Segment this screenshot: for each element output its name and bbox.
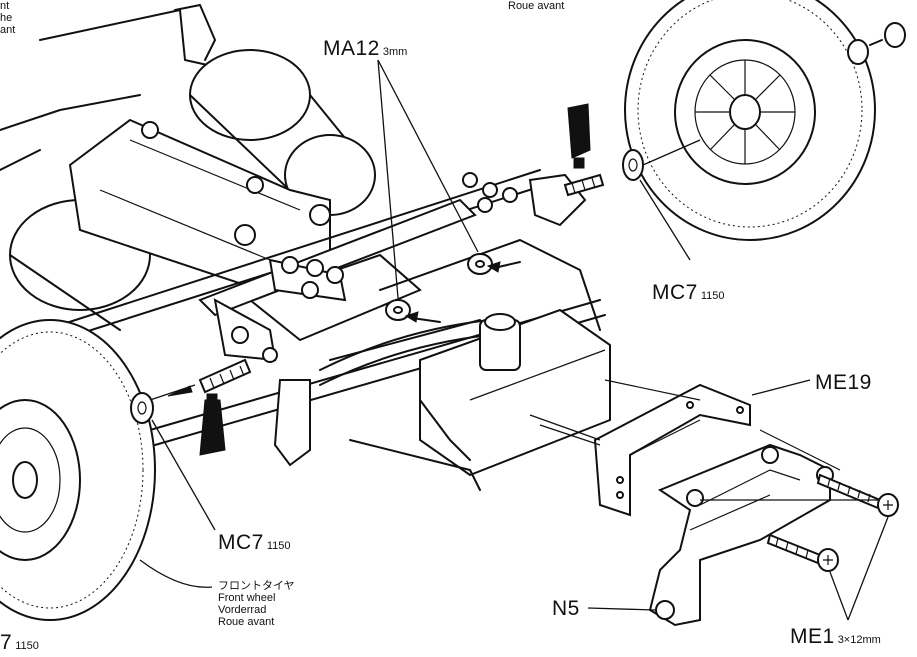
grease-tube-right bbox=[567, 103, 591, 169]
label-me1-code: ME1 bbox=[790, 625, 835, 648]
label-me1-size: 3×12mm bbox=[837, 634, 881, 646]
ma12-leader bbox=[377, 59, 479, 299]
label-mc7-left-code: MC7 bbox=[218, 531, 264, 554]
label-mc7-right-code: MC7 bbox=[652, 281, 698, 304]
label-mc7-bottom-qty: 1150 bbox=[15, 640, 39, 652]
me19-bracket bbox=[529, 379, 811, 517]
top-left-note-line1: nt bbox=[0, 0, 10, 12]
mounting-guide-lines bbox=[539, 424, 880, 501]
suspension-spring bbox=[319, 313, 521, 461]
front-wheel-note-jp: フロントタイヤ bbox=[218, 580, 295, 592]
ma12-collar-right bbox=[467, 253, 521, 275]
label-n5: N5 bbox=[552, 598, 580, 619]
front-wheel-note-en: Front wheel bbox=[218, 592, 276, 604]
grease-tube-left bbox=[199, 393, 226, 456]
label-mc7-bottom-code: 7 bbox=[0, 631, 13, 654]
label-ma12-code: MA12 bbox=[323, 37, 380, 60]
front-wheel-note: フロントタイヤ Front wheel Vorderrad Roue avant bbox=[218, 580, 295, 628]
front-wheel-leader bbox=[139, 559, 213, 588]
n5-mount bbox=[587, 443, 834, 627]
top-left-note-line2: he bbox=[0, 12, 13, 24]
front-wheel-right bbox=[624, 0, 876, 241]
label-me19-code: ME19 bbox=[815, 371, 872, 394]
steering-linkage bbox=[198, 172, 587, 467]
mc7-washer-left bbox=[130, 392, 216, 531]
ma12-collar-left bbox=[385, 299, 441, 323]
wheel-nut-top-right bbox=[847, 22, 906, 65]
label-mc7-right-qty: 1150 bbox=[700, 290, 725, 302]
label-ma12-size: 3mm bbox=[382, 46, 408, 58]
king-pin-right bbox=[563, 173, 605, 197]
front-wheel-note-fr: Roue avant bbox=[218, 616, 275, 628]
front-wheel-note-de: Vorderrad bbox=[218, 604, 267, 616]
label-mc7-left-qty: 1150 bbox=[266, 540, 291, 552]
me1-screw-lower bbox=[766, 533, 839, 572]
top-right-note: Roue avant bbox=[508, 0, 565, 12]
label-n5-code: N5 bbox=[552, 597, 580, 620]
front-wheel-left bbox=[0, 319, 156, 621]
top-left-note-line3: ant bbox=[0, 24, 16, 36]
mc7-washer-right bbox=[622, 139, 701, 261]
me1-leader bbox=[829, 516, 889, 621]
label-me19: ME19 bbox=[815, 372, 872, 393]
king-pin-left bbox=[149, 358, 252, 401]
gearbox bbox=[68, 118, 331, 292]
top-left-note: nt he ant bbox=[0, 0, 15, 36]
